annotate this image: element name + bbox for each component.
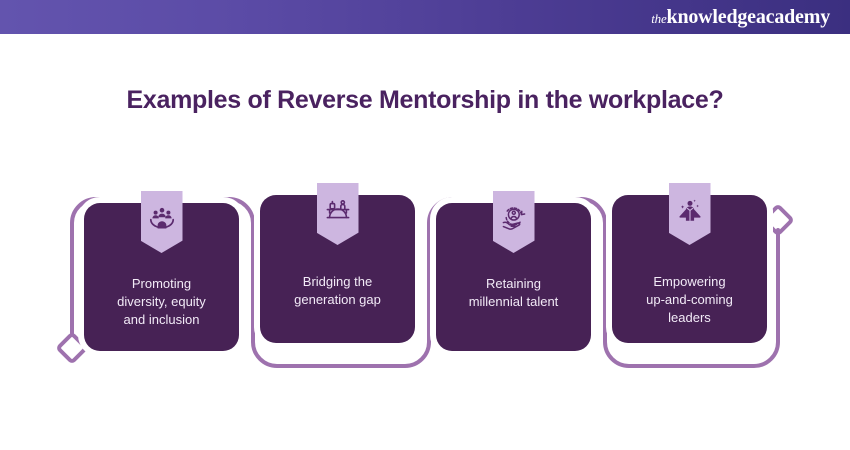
cards-layer: Promoting diversity, equity and inclusio… (0, 175, 850, 390)
card-banner (140, 191, 183, 253)
card-label: Retaining millennial talent (468, 276, 559, 309)
card-promoting-diversity[interactable]: Promoting diversity, equity and inclusio… (84, 191, 239, 351)
card-label: Bridging the generation gap (294, 274, 381, 307)
card-label: Empowering up-and-coming leaders (646, 274, 733, 325)
card-banner (316, 183, 359, 245)
card-label: Promoting diversity, equity and inclusio… (117, 276, 206, 327)
logo-main-text: knowledgeacademy (666, 6, 831, 28)
brand-logo: theknowledgeacademy (651, 7, 850, 27)
logo-the-text: the (651, 11, 667, 26)
card-retaining-millennial-talent[interactable]: Retaining millennial talent (436, 191, 591, 351)
card-banner (668, 183, 711, 245)
diamond-terminator-right (763, 205, 793, 235)
connector-path-layer (57, 197, 793, 368)
card-bridging-generation-gap[interactable]: Bridging the generation gap (260, 183, 415, 343)
diagram-stage: Promoting diversity, equity and inclusio… (0, 175, 850, 390)
card-empowering-leaders[interactable]: Empowering up-and-coming leaders (612, 183, 767, 343)
page-title: Examples of Reverse Mentorship in the wo… (126, 86, 724, 114)
bridge-with-people-icon (325, 197, 351, 223)
person-retention-in-hand-icon (501, 205, 527, 231)
connector-segment-1 (70, 197, 780, 368)
diamond-terminator-left (57, 333, 87, 363)
card-banner (492, 191, 535, 253)
leader-with-cape-icon (677, 197, 703, 223)
header-bar: theknowledgeacademy (0, 0, 850, 34)
people-in-hands-icon (149, 205, 175, 231)
